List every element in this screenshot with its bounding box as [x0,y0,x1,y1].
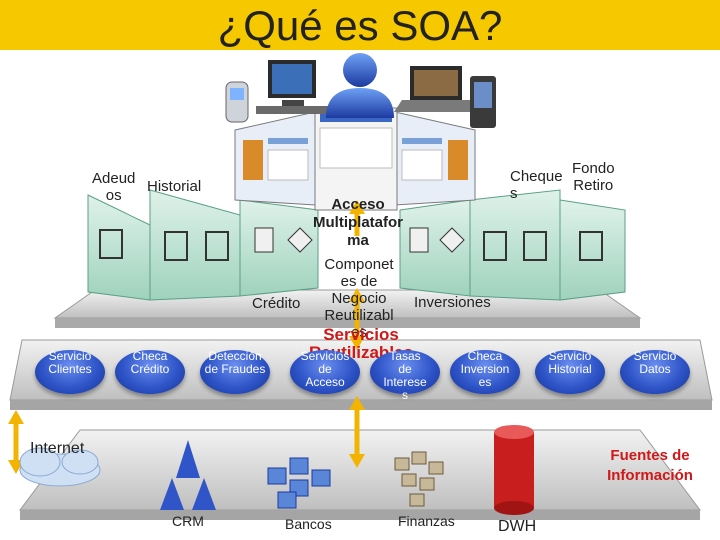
label-internet: Internet [30,440,85,457]
service-label: Checa Crédito [130,349,170,376]
arrow-components-to-services [349,288,365,350]
service-label: Servicio Datos [633,349,677,376]
cloud-icon [19,447,101,487]
crm-icon [160,440,216,510]
label-historial: Historial [147,178,202,195]
workflow-panel-right-2 [469,189,561,301]
label-acceso-multiplataforma: Acceso Multiplatafor ma [313,196,403,249]
service-oval [290,350,360,394]
label-fuentes-de-informacion: Fuentes de Información [607,447,693,484]
label-fondo-retiro: Fondo Retiro [572,160,615,194]
workflow-panel-left-1 [87,194,151,301]
workflow-panel-left-2 [149,189,241,301]
label-componentes: Componet es de Negocio Reutilizabl es [324,256,394,341]
service-label: Checa Inversion es [460,349,510,389]
label-bancos: Bancos [285,516,332,532]
workflow-panel-right-3 [559,199,626,301]
label-crm: CRM [172,513,204,529]
service-oval [450,350,520,394]
services-platform [9,339,713,410]
arrow-access-to-components [349,200,365,236]
finanzas-icon [394,451,444,507]
service-oval [115,350,185,394]
browser-screen-right [394,111,476,206]
page-title: ¿Qué es SOA? [217,2,503,49]
service-label: Detección de Fraudes [204,349,266,376]
database-icon [494,425,534,515]
service-oval [620,350,690,394]
workflow-panel-left-3 [239,199,319,297]
label-dwh: DWH [498,518,537,535]
bancos-icon [267,457,331,509]
service-label: Servicios de Acceso [300,349,350,389]
service-label: Servicio Clientes [48,349,92,376]
service-oval [535,350,605,394]
browser-screen-left [234,111,316,206]
laptop-icon [394,66,478,112]
arrow-services-to-sources [349,396,365,468]
browser-screen-center [314,107,398,211]
title-bar [0,0,720,50]
label-adeudos: Adeud os [92,170,136,204]
service-oval [200,350,270,394]
mobile-phone-icon [225,81,249,123]
desktop-computer-icon [256,60,328,114]
label-finanzas: Finanzas [398,513,455,529]
service-label: Servicio Historial [548,349,592,376]
label-inversiones: Inversiones [414,294,491,311]
label-credito: Crédito [252,295,301,312]
service-oval [35,350,105,394]
user-icon [326,53,394,118]
pda-icon [470,76,496,128]
service-oval [370,350,440,394]
label-cheques: Cheque s [510,168,563,202]
service-label: Tasas de Interese s [383,349,427,402]
